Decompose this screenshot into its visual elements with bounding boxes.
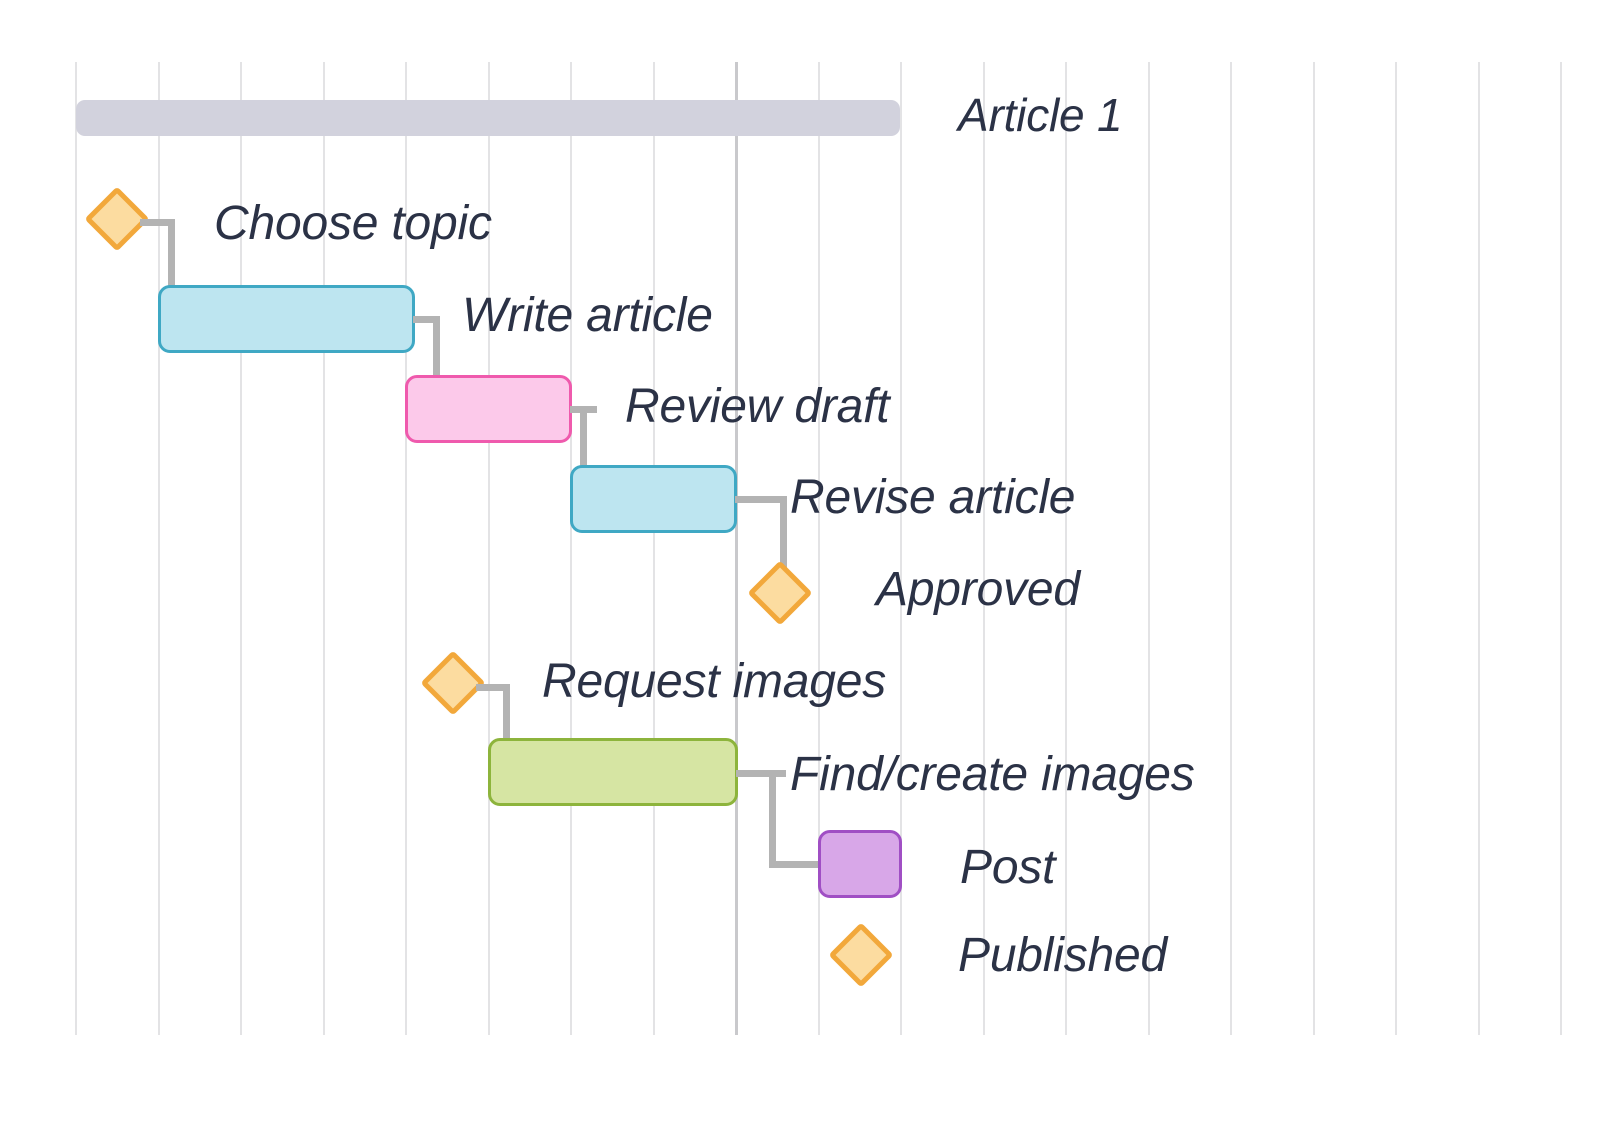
connector-request-to-find (476, 684, 510, 691)
summary-bar-article-1[interactable] (76, 100, 900, 136)
task-label-post: Post (960, 841, 1056, 894)
task-label-review-draft: Review draft (625, 380, 890, 433)
task-bar-write-article[interactable] (158, 285, 415, 353)
connector-request-to-find-v (503, 684, 510, 752)
gridline-16 (1395, 62, 1397, 1035)
milestone-request-images[interactable] (420, 650, 486, 716)
connector-revise-to-approved (735, 496, 787, 503)
connector-find-to-post (736, 770, 786, 777)
gridline-18 (1560, 62, 1562, 1035)
gridline-0 (75, 62, 77, 1035)
task-label-published: Published (958, 929, 1168, 982)
gridline-12 (1065, 62, 1067, 1035)
summary-bar-label: Article 1 (958, 89, 1123, 141)
milestone-approved[interactable] (747, 560, 813, 626)
connector-choose-to-write-v (168, 219, 175, 291)
task-bar-find-create-images[interactable] (488, 738, 738, 806)
task-label-write-article: Write article (462, 289, 713, 342)
gridline-15 (1313, 62, 1315, 1035)
connector-write-to-review (413, 316, 440, 323)
gridline-8 (735, 62, 738, 1035)
task-label-revise-article: Revise article (790, 471, 1076, 524)
task-label-find-create-images: Find/create images (790, 748, 1195, 801)
milestone-published[interactable] (828, 922, 894, 988)
task-label-approved: Approved (876, 563, 1080, 616)
task-label-request-images: Request images (542, 655, 887, 708)
gridline-1 (158, 62, 160, 1035)
gridline-13 (1148, 62, 1150, 1035)
connector-review-to-revise-v (580, 406, 587, 471)
task-bar-review-draft[interactable] (405, 375, 572, 443)
connector-find-to-post-v (769, 770, 776, 866)
connector-choose-to-write (140, 219, 175, 226)
connector-write-to-review-v (433, 316, 440, 381)
task-bar-revise-article[interactable] (570, 465, 737, 533)
gridline-14 (1230, 62, 1232, 1035)
gridline-17 (1478, 62, 1480, 1035)
task-bar-post[interactable] (818, 830, 902, 898)
gridline-6 (570, 62, 572, 1035)
connector-find-to-post-h2 (769, 861, 835, 868)
gridline-7 (653, 62, 655, 1035)
task-label-choose-topic: Choose topic (214, 197, 492, 250)
connector-revise-to-approved-v (780, 496, 787, 596)
